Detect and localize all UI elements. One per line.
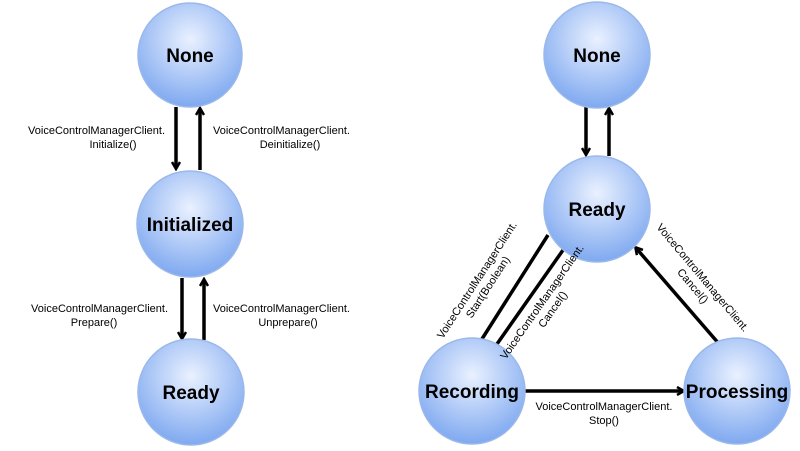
label-prepare: VoiceControlManagerClient. Prepare() bbox=[31, 303, 168, 329]
left-state-diagram: None Initialized Ready VoiceControlManag… bbox=[28, 2, 350, 446]
state-label: Recording bbox=[425, 382, 519, 403]
svg-text:VoiceControlManagerClient.: VoiceControlManagerClient. bbox=[435, 220, 520, 341]
state-ready-left: Ready bbox=[137, 338, 245, 446]
state-initialized-left: Initialized bbox=[136, 170, 244, 278]
state-label: Ready bbox=[162, 383, 219, 404]
svg-text:VoiceControlManagerClient.: VoiceControlManagerClient. bbox=[536, 401, 673, 413]
arrow-start bbox=[475, 234, 550, 350]
svg-text:Prepare(): Prepare() bbox=[71, 317, 117, 329]
state-label: Processing bbox=[686, 382, 788, 403]
state-ready-right: Ready bbox=[543, 155, 651, 263]
state-label: None bbox=[573, 46, 621, 67]
label-initialize: VoiceControlManagerClient. Initialize() bbox=[28, 125, 165, 151]
right-state-diagram: None Ready Recording Processing VoiceCon… bbox=[418, 1, 791, 445]
label-deinitialize: VoiceControlManagerClient. Deinitialize(… bbox=[213, 125, 350, 151]
label-unprepare: VoiceControlManagerClient. Unprepare() bbox=[213, 303, 350, 329]
state-none-left: None bbox=[137, 2, 243, 108]
svg-text:Unprepare(): Unprepare() bbox=[258, 317, 317, 329]
state-label: None bbox=[166, 46, 214, 67]
state-processing: Processing bbox=[683, 337, 791, 445]
label-cancel-processing: VoiceControlManagerClient. Cancel() bbox=[654, 222, 751, 335]
arrow-cancel-recording bbox=[495, 243, 568, 346]
svg-text:VoiceControlManagerClient.: VoiceControlManagerClient. bbox=[28, 125, 165, 137]
svg-text:Deinitialize(): Deinitialize() bbox=[260, 139, 321, 151]
svg-text:Initialize(): Initialize() bbox=[89, 139, 136, 151]
arrow-cancel-processing bbox=[636, 248, 722, 347]
state-none-right: None bbox=[543, 1, 651, 109]
svg-text:VoiceControlManagerClient.: VoiceControlManagerClient. bbox=[213, 125, 350, 137]
label-cancel-recording: VoiceControlManagerClient. Cancel() bbox=[498, 243, 586, 362]
svg-text:Stop(): Stop() bbox=[589, 415, 619, 427]
state-label: Initialized bbox=[147, 215, 234, 236]
state-recording: Recording bbox=[418, 337, 526, 445]
svg-text:VoiceControlManagerClient.: VoiceControlManagerClient. bbox=[213, 303, 350, 315]
label-stop: VoiceControlManagerClient. Stop() bbox=[536, 401, 673, 427]
svg-text:VoiceControlManagerClient.: VoiceControlManagerClient. bbox=[31, 303, 168, 315]
state-label: Ready bbox=[568, 200, 625, 221]
svg-text:VoiceControlManagerClient.: VoiceControlManagerClient. bbox=[654, 222, 751, 335]
